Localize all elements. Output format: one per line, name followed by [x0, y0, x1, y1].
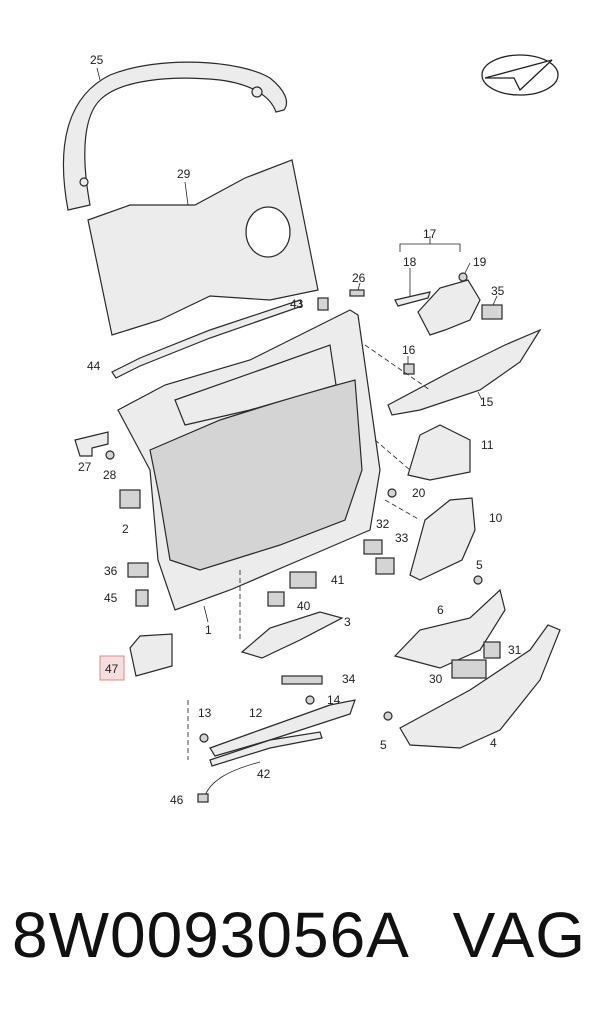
callout-34: 34: [342, 672, 356, 686]
callout-35: 35: [491, 284, 505, 298]
callout-4: 4: [490, 736, 497, 750]
callout-46: 46: [170, 793, 184, 807]
callout-43: 43: [290, 297, 304, 311]
callout-20: 20: [412, 486, 426, 500]
part-trim-34: [281, 675, 323, 685]
part-number: 8W0093056A: [12, 899, 410, 971]
part-lower-trim-4: [399, 624, 561, 749]
part-switch-32: [363, 539, 383, 555]
callout-3: 3: [344, 615, 351, 629]
part-40: [267, 591, 285, 607]
callout-18: 18: [403, 255, 417, 269]
part-speaker-cover-11: [407, 424, 471, 481]
orientation-arrow-icon: [481, 54, 559, 96]
callout-26: 26: [352, 271, 366, 285]
part-screw-20: [387, 488, 397, 498]
callout-17: 17: [423, 227, 437, 241]
callout-2: 2: [122, 522, 129, 536]
part-strip-12: [209, 699, 356, 757]
part-screw-26: [349, 289, 365, 297]
part-screw-28: [105, 450, 115, 460]
part-switch-block-30: [451, 659, 487, 679]
footer: 8W0093056A VAG: [0, 890, 600, 990]
part-clip-43: [317, 297, 329, 311]
callout-14: 14: [327, 693, 341, 707]
part-armrest-trim: [387, 328, 542, 416]
callout-40: 40: [297, 599, 311, 613]
part-strip-42: [209, 731, 323, 767]
part-pull-handle-3: [240, 611, 344, 659]
callout-28: 28: [103, 468, 117, 482]
callout-27: 27: [78, 460, 92, 474]
part-vapour-barrier: [87, 159, 319, 336]
callout-5b: 5: [380, 738, 387, 752]
part-lock-2: [119, 489, 141, 509]
callout-12: 12: [249, 706, 263, 720]
part-switch-33: [375, 557, 395, 575]
callout-32: 32: [376, 517, 390, 531]
callout-33: 33: [395, 531, 409, 545]
callout-41: 41: [331, 573, 345, 587]
callout-10: 10: [489, 511, 503, 525]
callout-42: 42: [257, 767, 271, 781]
callout-47: 47: [105, 662, 119, 676]
callout-1: 1: [205, 623, 212, 637]
part-switch-35: [481, 304, 503, 320]
part-screw-14: [305, 695, 315, 705]
part-rod-44: [111, 299, 303, 379]
callout-25: 25: [90, 53, 104, 67]
part-wire-46: [197, 761, 261, 803]
callout-16: 16: [402, 343, 416, 357]
callout-11: 11: [481, 438, 494, 452]
callout-6: 6: [437, 603, 444, 617]
callout-13: 13: [198, 706, 212, 720]
part-screw-5b: [383, 711, 393, 721]
callout-44: 44: [87, 359, 101, 373]
callout-31: 31: [508, 643, 522, 657]
part-screw-13: [199, 733, 209, 743]
part-module-47: [129, 633, 173, 677]
part-speaker-grille-10: [409, 497, 476, 581]
part-window-frame-trim: [62, 61, 288, 211]
callout-15: 15: [480, 395, 494, 409]
part-screw-5a: [473, 575, 483, 585]
part-armrest-6: [393, 588, 506, 669]
part-45: [135, 589, 149, 607]
callout-30: 30: [429, 672, 443, 686]
exploded-parts-diagram: 25 29 17 18 19 26 35 43 16 44 15 11 27 2…: [62, 53, 561, 807]
part-36: [127, 562, 149, 578]
callout-19: 19: [473, 255, 487, 269]
part-switch-31: [483, 641, 501, 659]
part-41: [289, 571, 317, 589]
highlight-box-47: [99, 655, 125, 681]
part-door-panel: [117, 309, 381, 611]
part-bracket-27: [74, 431, 109, 457]
part-clip-16: [403, 363, 415, 375]
part-inner-handle-assembly: [394, 279, 481, 336]
callout-29: 29: [177, 167, 191, 181]
brand-label: VAG: [452, 899, 586, 971]
callout-5a: 5: [476, 558, 483, 572]
callout-36: 36: [104, 564, 118, 578]
callout-45: 45: [104, 591, 118, 605]
